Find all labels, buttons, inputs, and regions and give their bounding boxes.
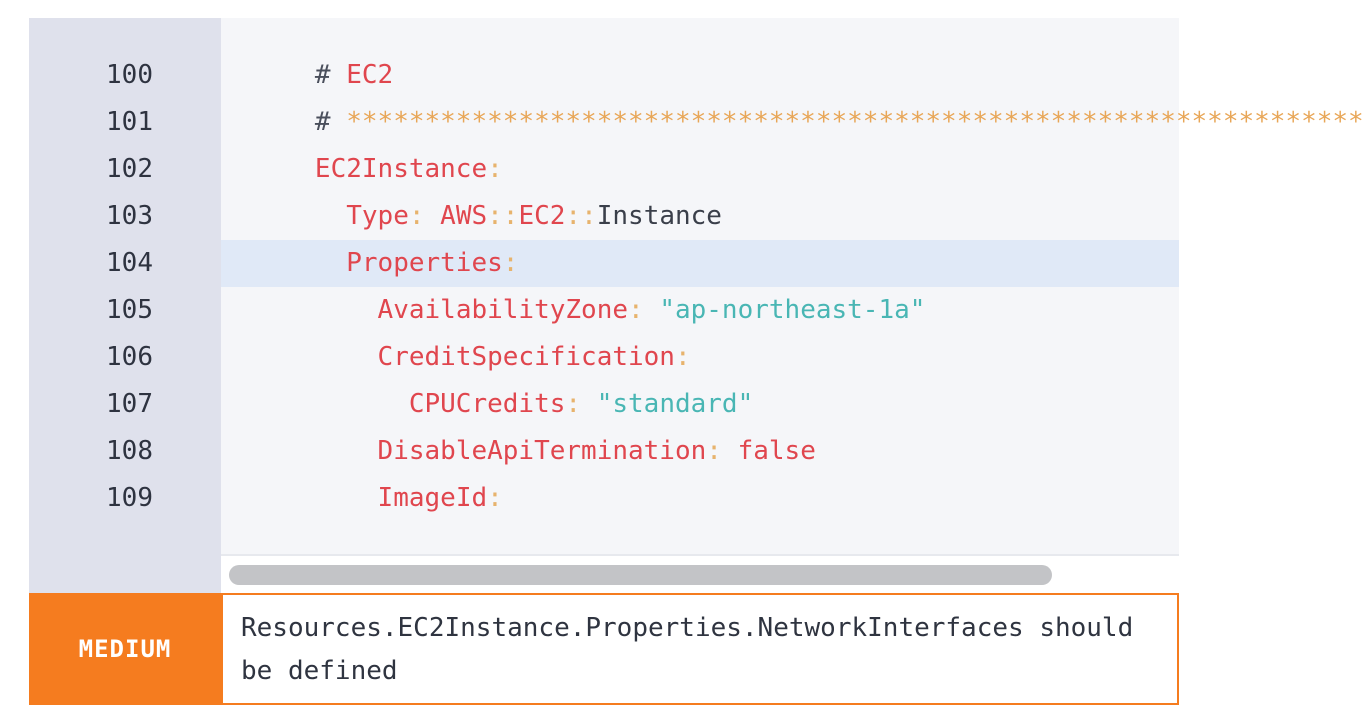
code-line: Type: AWS::EC2::Instance	[221, 193, 1179, 240]
line-number-gutter: 100 101 102 103 104 105 106 107 108 109	[29, 18, 221, 593]
scrollbar-thumb[interactable]	[229, 565, 1052, 585]
code-token: :	[408, 201, 441, 231]
code-token: ::	[487, 201, 519, 231]
code-token: EC2	[346, 60, 394, 90]
line-number: 103	[106, 201, 153, 231]
code-snippet-panel: 100 101 102 103 104 105 106 107 108 109 # EC2 # *…	[29, 18, 1364, 705]
code-token: false	[737, 436, 816, 466]
code-line: ImageId:	[221, 475, 1179, 522]
code-indent	[221, 436, 378, 466]
line-number: 102	[106, 154, 153, 184]
code-token: ImageId	[377, 483, 488, 513]
code-divider	[221, 554, 1179, 556]
code-token: EC2	[518, 201, 566, 231]
issue-row: MEDIUM Resources.EC2Instance.Properties.…	[29, 593, 1179, 705]
code-indent	[221, 107, 315, 137]
code-token: "standard"	[596, 389, 754, 419]
code-token: DisableApiTermination	[377, 436, 707, 466]
code-token: :	[487, 154, 503, 184]
code-indent	[221, 483, 378, 513]
code-line: AvailabilityZone: "ap-northeast-1a"	[221, 287, 1179, 334]
code-token: CreditSpecification	[377, 342, 675, 372]
code-indent	[221, 154, 315, 184]
code-token: EC2Instance	[314, 154, 488, 184]
issue-message: Resources.EC2Instance.Properties.Network…	[221, 593, 1179, 705]
line-number: 107	[106, 389, 153, 419]
line-number: 100	[106, 60, 153, 90]
code-line: # **************************************…	[221, 99, 1364, 146]
line-number: 106	[106, 342, 153, 372]
code-indent	[221, 295, 378, 325]
code-token: :	[565, 389, 597, 419]
code-token: AvailabilityZone	[377, 295, 628, 325]
code-token: CPUCredits	[408, 389, 566, 419]
code-token: ::	[565, 201, 597, 231]
line-number: 108	[106, 436, 153, 466]
code-token: ****************************************…	[346, 107, 1364, 137]
code-line: CPUCredits: "standard"	[221, 381, 1179, 428]
code-token: :	[706, 436, 738, 466]
code-token: Instance	[596, 201, 722, 231]
code-view: # EC2 # ********************************…	[221, 18, 1364, 554]
code-line: CreditSpecification:	[221, 334, 1179, 381]
code-token: :	[502, 248, 519, 278]
code-indent	[221, 389, 409, 419]
line-number: 105	[106, 295, 153, 325]
code-token: Properties	[346, 248, 503, 278]
severity-badge: MEDIUM	[29, 593, 221, 705]
code-line: DisableApiTermination: false	[221, 428, 1179, 475]
code-indent	[221, 60, 315, 90]
code-line-highlighted: Properties:	[221, 240, 1179, 287]
code-token: :	[674, 342, 691, 372]
line-number: 101	[106, 107, 153, 137]
horizontal-scrollbar[interactable]	[221, 556, 1179, 593]
code-indent	[221, 201, 346, 231]
code-line: # EC2	[221, 52, 1179, 99]
code-indent	[221, 342, 378, 372]
code-token: :	[487, 483, 503, 513]
line-number: 104	[106, 248, 153, 278]
code-line: EC2Instance:	[221, 146, 1179, 193]
code-token: "ap-northeast-1a"	[659, 295, 926, 325]
code-token: AWS	[440, 201, 488, 231]
code-token: #	[314, 107, 347, 137]
code-token: #	[314, 60, 347, 90]
line-number: 109	[106, 483, 153, 513]
code-token: Type	[346, 201, 409, 231]
code-token: :	[628, 295, 660, 325]
code-indent	[221, 248, 346, 278]
